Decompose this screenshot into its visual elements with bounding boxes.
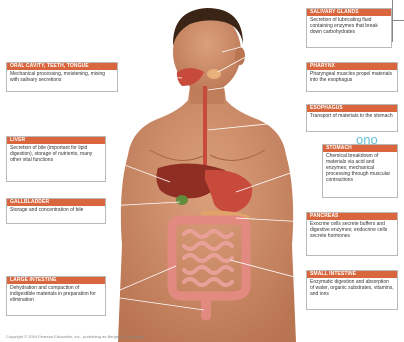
corner-table-fragment: [392, 0, 404, 42]
gallbladder-organ: [176, 195, 188, 205]
label-small-intestine: SMALL INTESTINE Enzymatic digestion and …: [306, 270, 398, 310]
label-text: Enzymatic digestion and absorption of wa…: [307, 278, 397, 298]
label-title: PANCREAS: [307, 213, 397, 220]
label-pancreas: PANCREAS Exocrine cells secrete buffers …: [306, 212, 398, 256]
label-title: ESOPHAGUS: [307, 105, 397, 112]
label-title: LIVER: [7, 137, 105, 144]
label-text: Secretion of bile (important for lipid d…: [7, 144, 105, 164]
copyright-credit: Copyright © 2004 Pearson Education, Inc.…: [6, 334, 145, 339]
label-large-intestine: LARGE INTESTINE Dehydration and compacti…: [6, 276, 106, 316]
label-title: ORAL CAVITY, TEETH, TONGUE: [7, 63, 117, 70]
label-oral-cavity: ORAL CAVITY, TEETH, TONGUE Mechanical pr…: [6, 62, 118, 92]
label-text: Secretion of lubricating fluid containin…: [307, 16, 391, 36]
label-esophagus: ESOPHAGUS Transport of materials to the …: [306, 104, 398, 132]
label-text: Mechanical processing, moistening, mixin…: [7, 70, 117, 84]
label-text: Chemical breakdown of materials via acid…: [323, 152, 397, 184]
rectum: [201, 296, 211, 320]
label-text: Pharyngeal muscles propel materials into…: [307, 70, 397, 84]
label-text: Storage and concentration of bile: [7, 206, 105, 214]
label-title: SALIVARY GLANDS: [307, 9, 391, 16]
label-pharynx: PHARYNX Pharyngeal muscles propel materi…: [306, 62, 398, 92]
label-salivary-glands: SALIVARY GLANDS Secretion of lubricating…: [306, 8, 392, 48]
label-stomach: STOMACH Chemical breakdown of materials …: [322, 144, 398, 198]
label-title: LARGE INTESTINE: [7, 277, 105, 284]
label-title: PHARYNX: [307, 63, 397, 70]
label-title: SMALL INTESTINE: [307, 271, 397, 278]
label-gallbladder: GALLBLADDER Storage and concentration of…: [6, 198, 106, 224]
label-liver: LIVER Secretion of bile (important for l…: [6, 136, 106, 182]
label-text: Exocrine cells secrete buffers and diges…: [307, 220, 397, 240]
watermark-text: ono: [356, 132, 378, 147]
label-text: Dehydration and compaction of indigestib…: [7, 284, 105, 304]
label-title: GALLBLADDER: [7, 199, 105, 206]
label-text: Transport of materials to the stomach: [307, 112, 397, 120]
